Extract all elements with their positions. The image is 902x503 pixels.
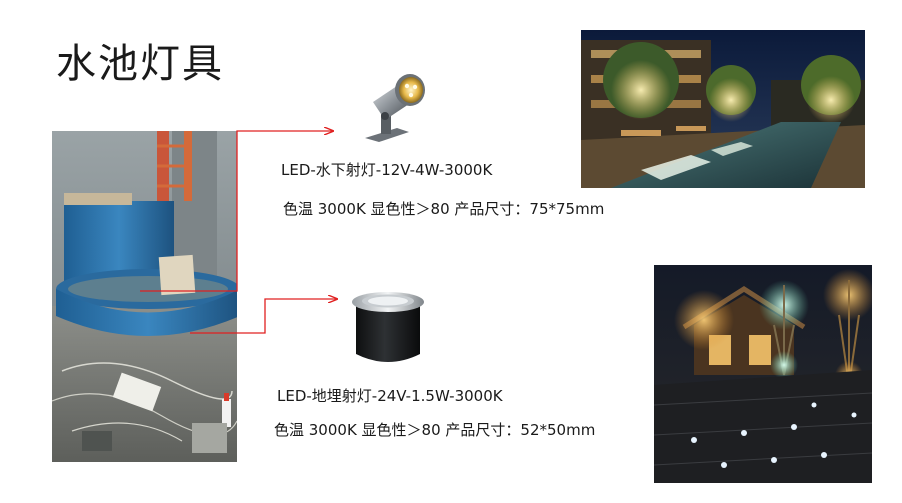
garden-night-photo: [654, 265, 872, 483]
page-title: 水池灯具: [56, 41, 224, 87]
product-name-underwater-spotlight: LED-水下射灯-12V-4W-3000K: [281, 161, 493, 179]
product-spec-underwater-spotlight: 色温 3000K 显色性＞80 产品尺寸：75*75mm: [283, 200, 605, 218]
product-spec-inground-light: 色温 3000K 显色性＞80 产品尺寸：52*50mm: [274, 421, 596, 439]
product-name-inground-light: LED-地埋射灯-24V-1.5W-3000K: [277, 387, 503, 405]
inground-light-image: [348, 290, 428, 365]
pool-night-photo: [581, 30, 865, 188]
underwater-spotlight-image: [357, 68, 432, 143]
construction-site-photo: [52, 131, 237, 462]
